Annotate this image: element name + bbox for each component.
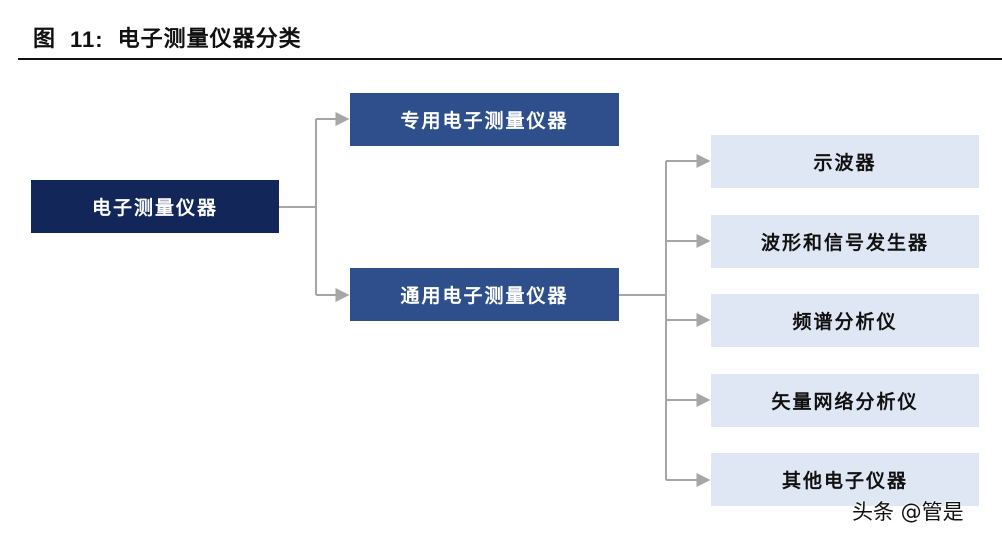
leaf-node-label: 波形和信号发生器 bbox=[760, 232, 929, 254]
leaf-node-signal-generator: 波形和信号发生器 bbox=[711, 215, 979, 268]
figure-number: 11: bbox=[70, 27, 104, 52]
branch-node-label: 专用电子测量仪器 bbox=[400, 110, 569, 132]
figure-title-text: 电子测量仪器分类 bbox=[117, 27, 302, 52]
watermark: 头条 @管是 bbox=[852, 500, 964, 524]
leaf-node-label: 其他电子仪器 bbox=[781, 470, 908, 492]
figure-label: 图 bbox=[33, 27, 57, 52]
leaf-node-label: 矢量网络分析仪 bbox=[771, 391, 919, 413]
leaf-node-other-instruments: 其他电子仪器 bbox=[711, 453, 979, 506]
root-node: 电子测量仪器 bbox=[31, 180, 279, 233]
figure-title: 图 11: 电子测量仪器分类 bbox=[33, 23, 302, 57]
branch-node-special: 专用电子测量仪器 bbox=[350, 93, 619, 146]
leaf-node-vector-network-analyzer: 矢量网络分析仪 bbox=[711, 374, 979, 427]
leaf-node-oscilloscope: 示波器 bbox=[711, 135, 979, 188]
branch-node-general: 通用电子测量仪器 bbox=[350, 268, 619, 321]
leaf-node-label: 示波器 bbox=[813, 152, 877, 174]
leaf-node-label: 频谱分析仪 bbox=[792, 311, 898, 333]
branch-node-label: 通用电子测量仪器 bbox=[400, 285, 569, 307]
root-node-label: 电子测量仪器 bbox=[91, 197, 218, 219]
title-rule bbox=[18, 58, 1002, 60]
leaf-node-spectrum-analyzer: 频谱分析仪 bbox=[711, 294, 979, 347]
